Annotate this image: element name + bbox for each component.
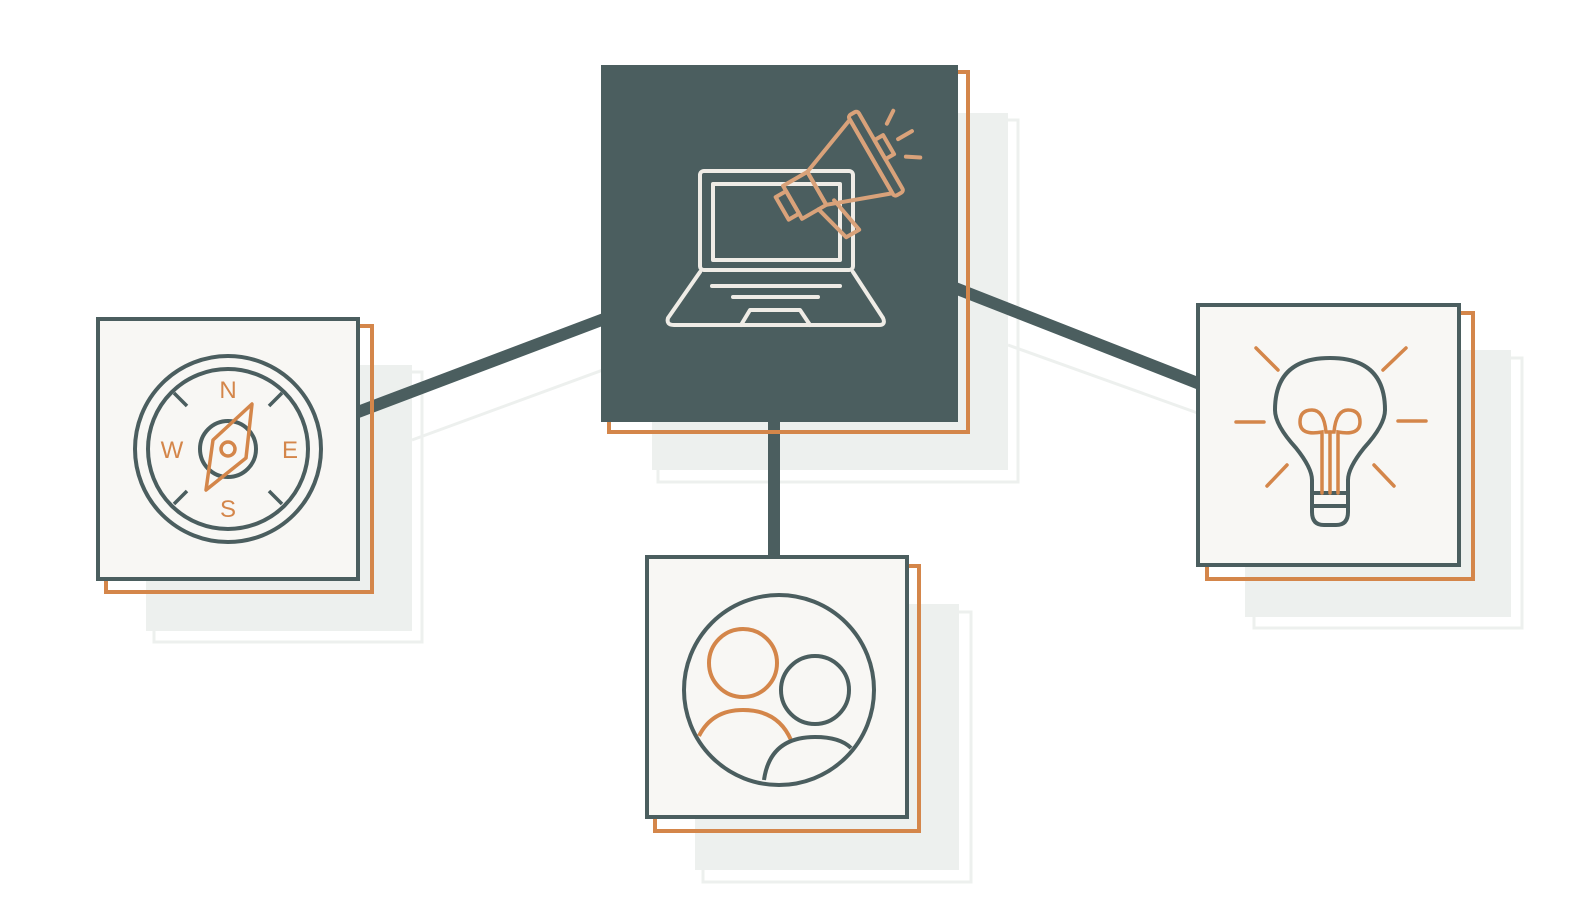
node-main xyxy=(601,65,970,434)
compass-east-label: E xyxy=(282,437,298,464)
compass-west-label: W xyxy=(161,437,184,464)
connector-bulb xyxy=(952,282,1208,392)
node-audience xyxy=(645,555,921,833)
compass-icon xyxy=(133,354,323,544)
connector-lines xyxy=(355,282,1208,560)
node-compass: N S W E xyxy=(96,317,374,594)
connector-compass xyxy=(355,310,615,418)
lightbulb-icon xyxy=(1234,346,1428,527)
compass-north-label: N xyxy=(219,377,236,404)
laptop-megaphone-icon xyxy=(665,108,923,327)
node-ideas xyxy=(1196,303,1475,581)
users-icon xyxy=(682,593,876,787)
compass-south-label: S xyxy=(220,496,236,523)
